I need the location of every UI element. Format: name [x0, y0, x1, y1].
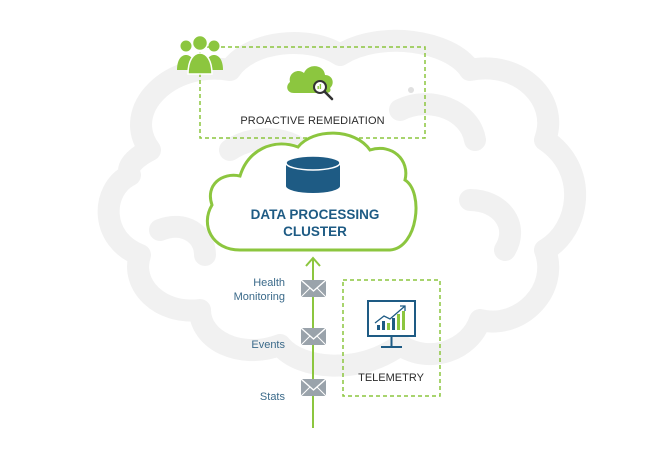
cluster-title-line2: CLUSTER	[283, 224, 347, 239]
cluster-title-line1: DATA PROCESSING	[250, 207, 380, 222]
envelope-icon-health	[300, 279, 327, 298]
stats-label: Stats	[259, 391, 285, 403]
envelope-icon-stats	[300, 378, 327, 397]
health-label-line1: Health	[253, 277, 285, 289]
cluster-title: DATA PROCESSING CLUSTER	[215, 206, 415, 240]
telemetry-title: TELEMETRY	[358, 372, 424, 384]
users-icon	[177, 34, 223, 75]
cloud-magnifier-icon	[287, 66, 334, 101]
remediation-title: PROACTIVE REMEDIATION	[240, 115, 385, 127]
decorative-dot	[408, 87, 414, 93]
monitor-chart-icon	[367, 300, 416, 348]
brain-background	[97, 29, 587, 377]
events-label: Events	[251, 339, 285, 351]
health-monitoring-label: Health Monitoring	[175, 276, 285, 304]
envelope-icon-events	[300, 327, 327, 346]
database-icon	[285, 155, 341, 193]
telemetry-box	[342, 279, 441, 397]
health-label-line2: Monitoring	[233, 291, 285, 303]
